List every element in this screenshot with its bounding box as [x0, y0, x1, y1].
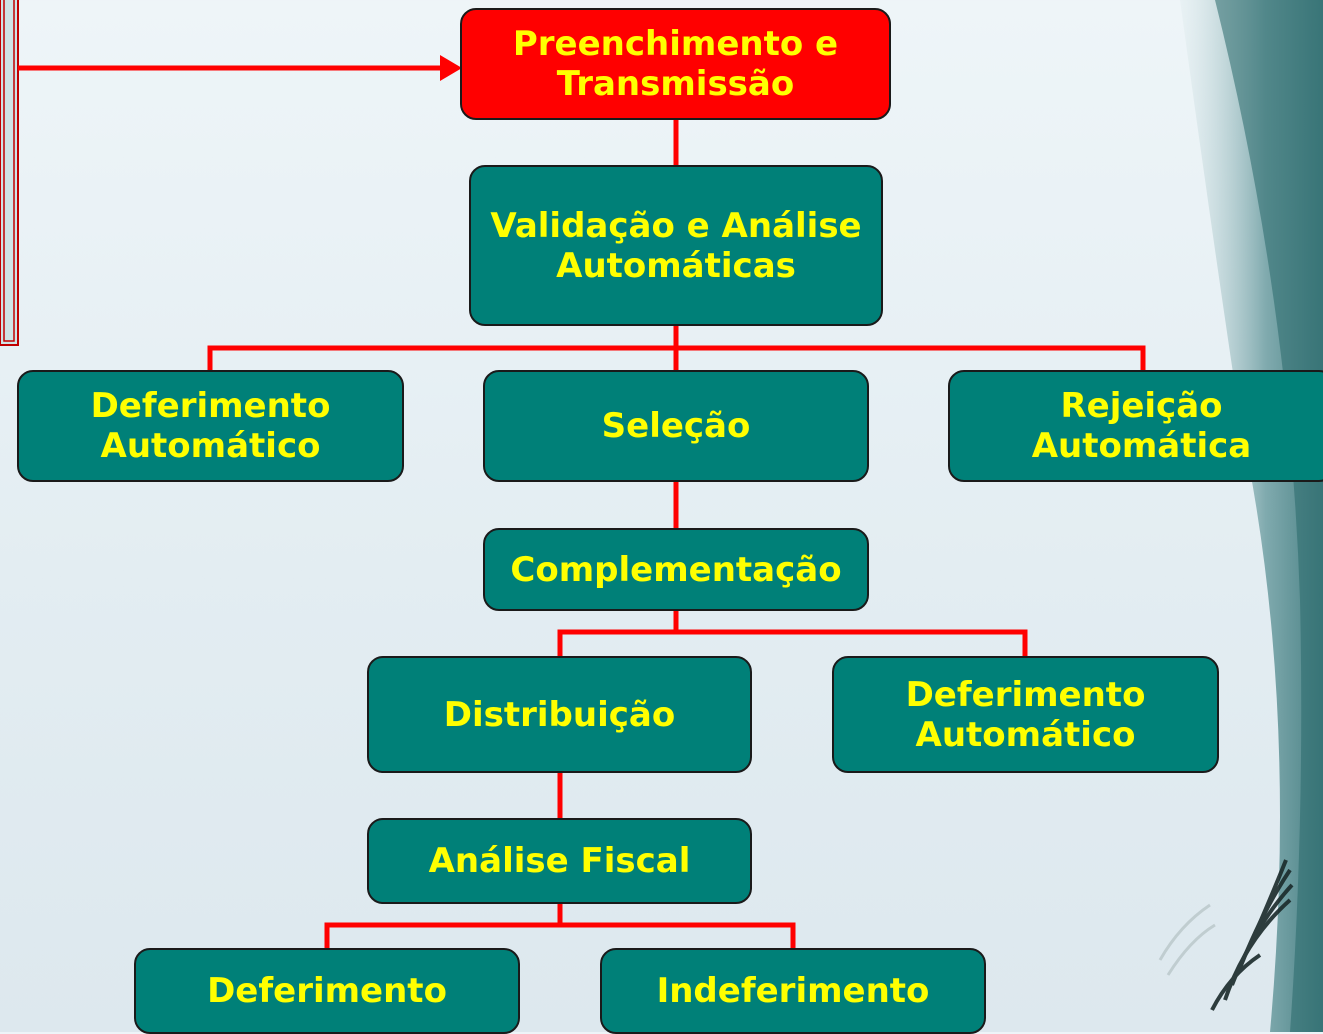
arrow-right-icon: [440, 55, 462, 81]
node-distribuicao: Distribuição: [367, 656, 752, 773]
node-label: Indeferimento: [656, 971, 930, 1011]
node-deferimento-automatico-1: Deferimento Automático: [17, 370, 404, 482]
node-complementacao: Complementação: [483, 528, 869, 611]
node-preenchimento-transmissao: Preenchimento e Transmissão: [460, 8, 891, 120]
node-rejeicao-automatica: Rejeição Automática: [948, 370, 1323, 482]
node-label: Deferimento Automático: [905, 674, 1146, 755]
node-label: Seleção: [601, 406, 751, 446]
node-label: Deferimento: [207, 971, 447, 1011]
node-label: Preenchimento e Transmissão: [512, 24, 839, 104]
bird-logo-icon: [1210, 859, 1294, 1011]
node-label: Rejeição Automática: [1031, 386, 1252, 466]
node-label: Distribuição: [443, 694, 676, 735]
node-label: Complementação: [510, 549, 842, 590]
node-deferimento: Deferimento: [134, 948, 520, 1034]
node-validacao-analise: Validação e Análise Automáticas: [469, 165, 883, 326]
node-indeferimento: Indeferimento: [600, 948, 986, 1034]
node-label: Validação e Análise Automáticas: [490, 205, 862, 286]
node-deferimento-automatico-2: Deferimento Automático: [832, 656, 1219, 773]
node-label: Análise Fiscal: [428, 841, 691, 881]
node-selecao: Seleção: [483, 370, 869, 482]
node-label: Deferimento Automático: [90, 386, 331, 466]
node-analise-fiscal: Análise Fiscal: [367, 818, 752, 904]
